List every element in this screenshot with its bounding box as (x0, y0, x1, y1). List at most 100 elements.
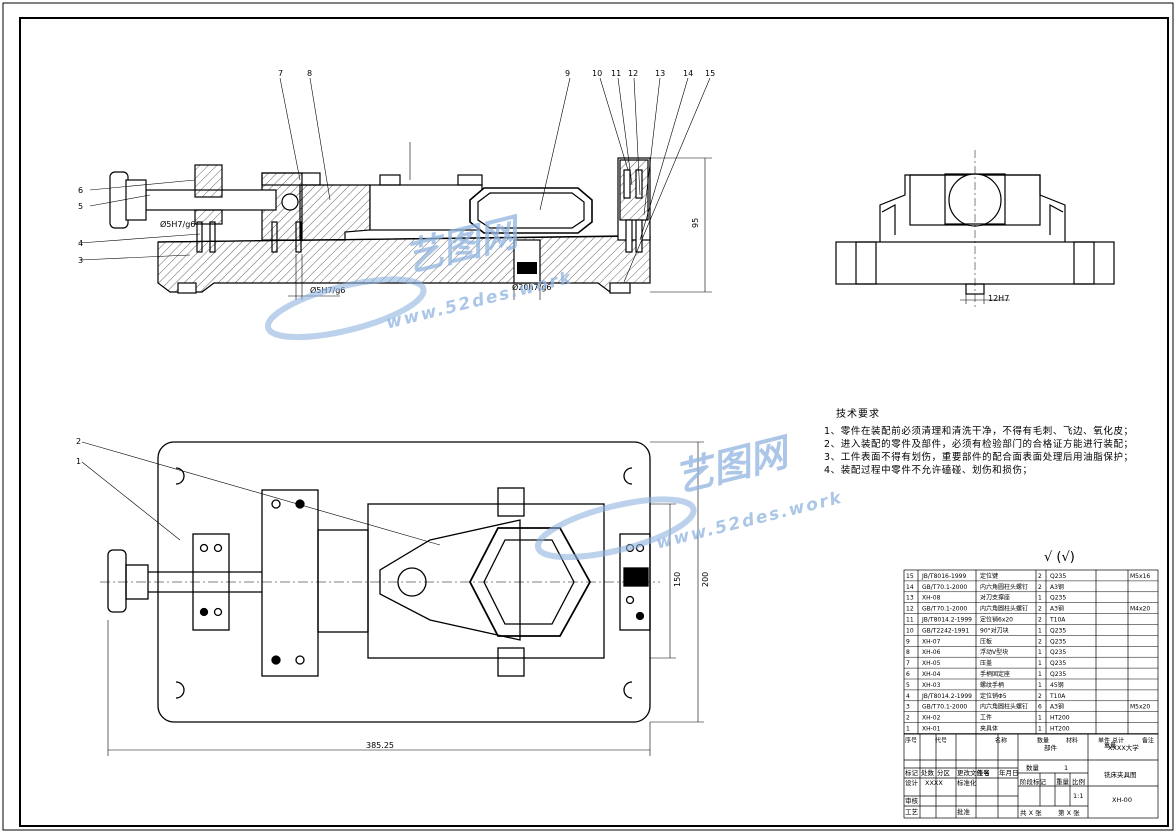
bom-header-qty: 数量 (1037, 737, 1049, 745)
tb-sheet-no: 第 X 张 (1058, 808, 1080, 817)
bom-cell-no: 15 (906, 573, 914, 580)
tech-line-3: 3、工件表面不得有划伤，重要部件的配合面表面处理后用油脂保护； (824, 451, 1134, 463)
bom-header-single: 单件 (1098, 737, 1110, 745)
bom-cell-name: 定位键 (980, 572, 998, 580)
dim-fit-left: Ø5H7/g6 (160, 219, 195, 229)
balloon-15: 15 (705, 69, 715, 78)
bom-cell-mat: T10A (1049, 693, 1066, 700)
tb-zone: 分区 (937, 768, 951, 777)
bom-cell-name: 压板 (980, 637, 992, 645)
tb-design-name: XXXX (925, 779, 943, 787)
bom-cell-name: 手柄固定座 (980, 670, 1010, 678)
bom-cell-qty: 2 (1038, 638, 1042, 645)
bom-header-no: 序号 (905, 737, 917, 745)
inner-frame (19, 17, 1169, 827)
bom-cell-name: 浮动V型块 (980, 648, 1008, 656)
bom-cell-mat: T10A (1049, 617, 1066, 624)
balloon-10: 10 (592, 69, 602, 78)
watermark-brand-2: 艺图网 (670, 429, 796, 500)
bom-cell-qty: 1 (1038, 660, 1042, 667)
front-section-view (109, 142, 712, 300)
bom-cell-code: XH-01 (922, 726, 941, 733)
tb-drawing-name: 铣床夹具图 (1104, 770, 1137, 779)
tb-scale-value: 1:1 (1073, 792, 1083, 800)
bom-cell-code: GB/T70.1-2000 (922, 606, 967, 613)
dim-width-200: 200 (701, 572, 710, 587)
bom-cell-mat: Q235 (1050, 595, 1066, 602)
bom-cell-no: 6 (906, 671, 910, 678)
dim-height-95: 95 (691, 218, 700, 228)
bom-cell-code: XH-08 (922, 595, 941, 602)
dim-fit-center: Ø20h7/g6 (512, 282, 552, 292)
tb-approve: 批准 (957, 807, 971, 816)
bom-cell-qty: 1 (1038, 726, 1042, 733)
bom-header-total: 总计 (1112, 737, 1124, 745)
balloon-9: 9 (565, 69, 570, 78)
title-block (903, 733, 1159, 819)
bom-cell-code: XH-05 (922, 660, 941, 667)
bom-cell-qty: 2 (1038, 573, 1042, 580)
tb-scale: 比例 (1072, 777, 1085, 786)
tb-qty-value: 1 (1064, 764, 1068, 772)
bom-cell-code: XH-03 (922, 682, 941, 689)
bom-cell-qty: 2 (1038, 584, 1042, 591)
balloon-6: 6 (78, 186, 83, 195)
bom-cell-code: XH-02 (922, 715, 941, 722)
bom-cell-name: 螺纹手柄 (980, 681, 1004, 689)
tb-review: 审核 (905, 796, 919, 805)
bom-cell-name: 定位销6x20 (980, 616, 1013, 624)
bom-cell-qty: 1 (1038, 671, 1042, 678)
bom-cell-code: XH-04 (922, 671, 941, 678)
tb-stage: 阶段标记 (1020, 777, 1047, 786)
bom-cell-mat: 45钢 (1050, 681, 1064, 689)
title-block-text: 部件 XXXX大学 数量 1 铣床夹具图 阶段标记 重量 比例 1:1 XH-0… (905, 743, 1139, 817)
tb-count: 处数 (921, 768, 935, 777)
tb-signature: 签名 (977, 768, 990, 777)
bom-cell-no: 9 (906, 638, 910, 645)
tech-line-4: 4、装配过程中零件不允许磕碰、划伤和损伤； (824, 464, 1033, 476)
bom-cell-mat: Q235 (1050, 660, 1066, 667)
watermark-2: 艺图网 www.52des.work (534, 429, 845, 561)
tb-standard: 标准化 (957, 778, 977, 787)
bom-cell-mat: Q235 (1050, 573, 1066, 580)
bom-cell-mat: A3钢 (1050, 605, 1064, 613)
bom-cell-code: JB/T8016-1999 (921, 573, 966, 580)
bom-cell-code: GB/T2242-1991 (922, 627, 969, 634)
balloon-5: 5 (78, 202, 83, 211)
bom-cell-no: 4 (906, 693, 910, 700)
bom-cell-name: 工件 (980, 714, 992, 722)
bom-cell-mat: HT200 (1050, 715, 1070, 722)
side-view (835, 150, 1115, 310)
bom-cell-code: JB/T8014.2-1999 (921, 693, 972, 700)
balloon-8: 8 (307, 69, 312, 78)
bom-cell-note: M5x16 (1130, 573, 1150, 580)
bom-header-note: 备注 (1142, 737, 1154, 745)
bom-header-code: 代号 (935, 737, 947, 745)
balloon-12: 12 (628, 69, 638, 78)
bom-cell-no: 14 (906, 584, 914, 591)
bom-cell-name: 定位销Φ5 (980, 692, 1007, 700)
bom-header-name: 名称 (995, 737, 1007, 745)
bom-cell-qty: 6 (1038, 704, 1042, 711)
bom-cell-note: M4x20 (1130, 606, 1150, 613)
tb-date: 年月日 (999, 768, 1019, 777)
bom-cell-code: GB/T70.1-2000 (922, 704, 967, 711)
bom-cell-mat: Q235 (1050, 649, 1066, 656)
dim-length: 385.25 (366, 741, 394, 750)
tb-change-doc: 更改文件号 (957, 768, 990, 777)
tb-code: XH-00 (1112, 796, 1132, 804)
tb-weight: 重量 (1056, 778, 1070, 786)
leader-lines-plan (81, 441, 441, 546)
bom-cell-qty: 1 (1038, 682, 1042, 689)
bom-cell-no: 13 (906, 595, 914, 602)
bom-cell-no: 12 (906, 606, 914, 613)
plan-view (100, 441, 704, 756)
bom-cell-no: 7 (906, 660, 910, 667)
bom-cell-qty: 1 (1038, 649, 1042, 656)
bom-cell-name: 内六角圆柱头螺钉 (980, 605, 1028, 613)
balloon-plan-1: 1 (76, 457, 81, 466)
bom-header-weight: 重量 (1104, 742, 1116, 750)
tech-requirements: 技术要求 1、零件在装配前必须清理和清洗干净，不得有毛刺、飞边、氧化皮； 2、进… (824, 407, 1134, 476)
balloon-14: 14 (683, 69, 693, 78)
tb-mark: 标记 (905, 768, 919, 777)
